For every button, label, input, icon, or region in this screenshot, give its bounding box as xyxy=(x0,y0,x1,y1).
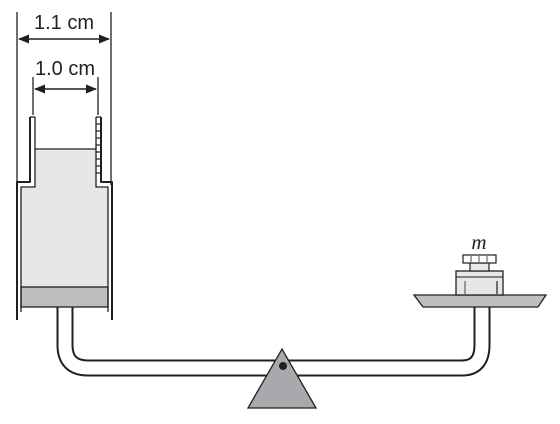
pivot-fulcrum xyxy=(246,347,318,409)
outer-width-label: 1.1 cm xyxy=(34,12,94,34)
container-base xyxy=(20,286,109,308)
inner-width-label: 1.0 cm xyxy=(35,58,95,80)
connecting-pipe xyxy=(56,300,491,377)
fluid-body xyxy=(21,187,108,287)
mass-weight: m xyxy=(455,230,504,296)
mass-label: m xyxy=(471,230,486,254)
fluid-container xyxy=(16,116,113,320)
outer-width-dimension: 1.1 cm xyxy=(16,12,112,185)
pivot-point xyxy=(279,362,287,370)
scale-ticks xyxy=(96,123,101,174)
weighing-platform xyxy=(412,294,548,308)
inner-width-dimension: 1.0 cm xyxy=(32,58,99,115)
fluid-column xyxy=(35,149,96,187)
